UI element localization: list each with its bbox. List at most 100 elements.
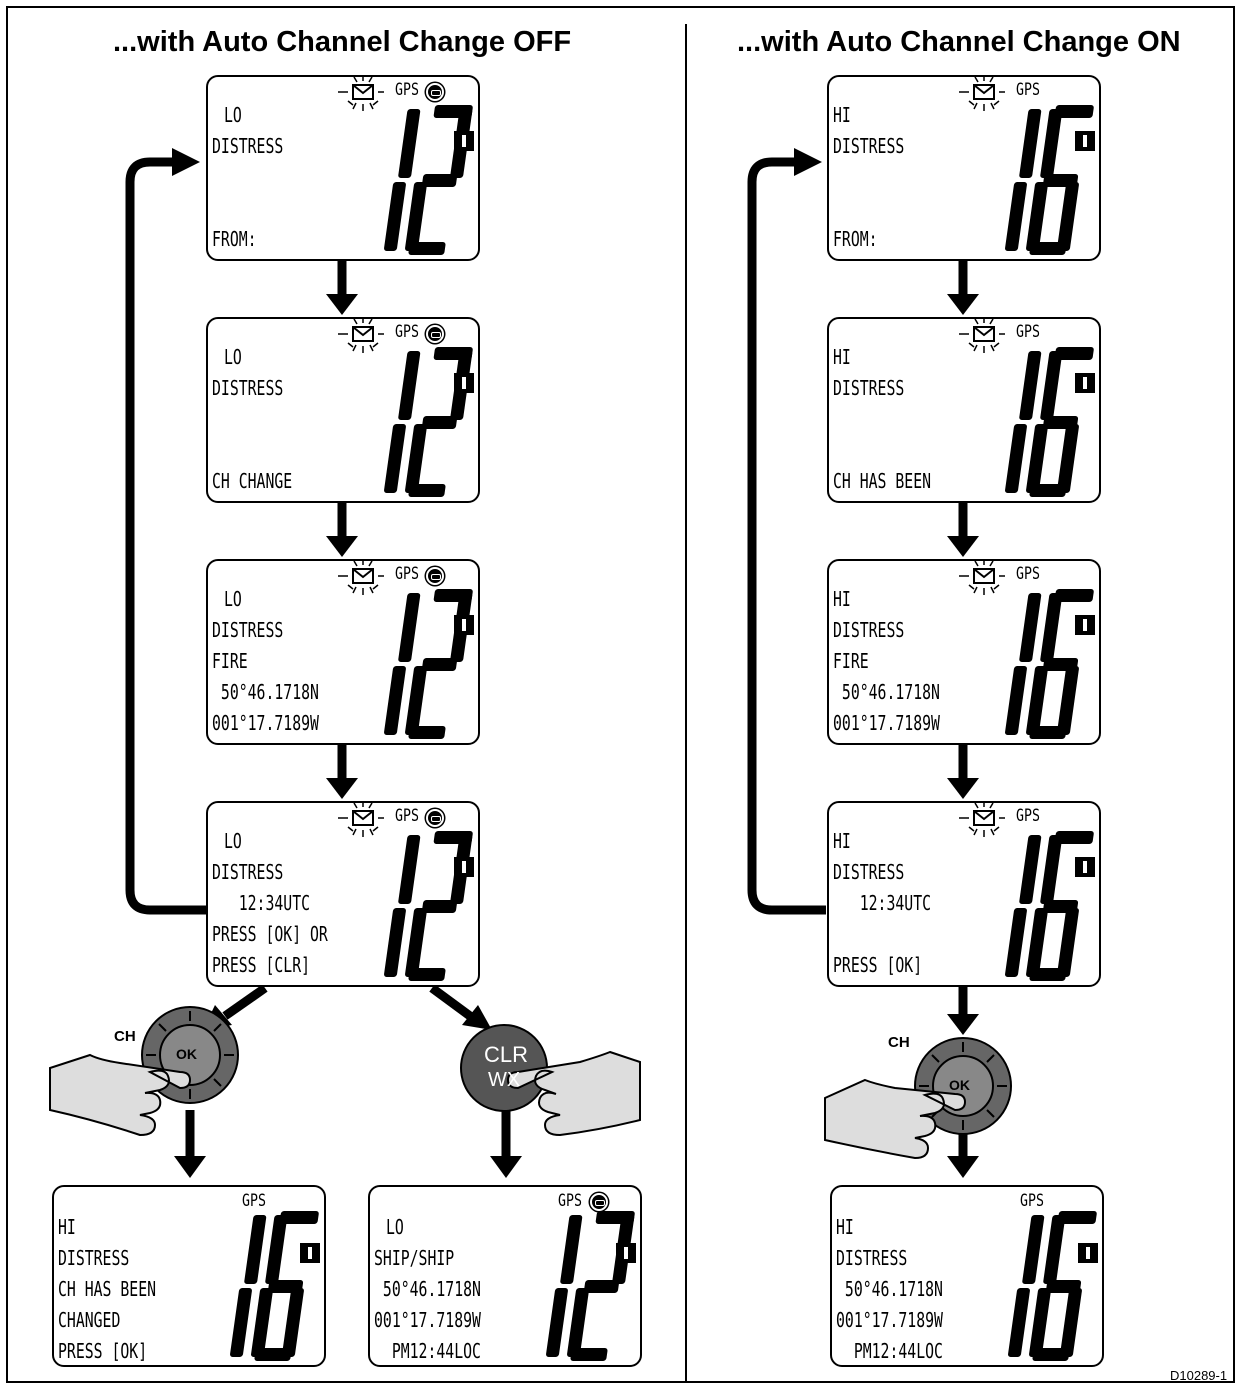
wx-label[interactable]: WX [488, 1069, 520, 1092]
power-level: LO [224, 105, 242, 125]
screen-line: DISTRESS [833, 862, 904, 882]
power-level: HI [833, 831, 851, 851]
screen-line: 50°46.1718N [374, 1279, 481, 1299]
screen-line: 001°17.7189W [833, 713, 940, 733]
gps-indicator: GPS [1016, 322, 1040, 342]
transmit-power-block-icon [1075, 615, 1095, 635]
transmit-power-block-icon [454, 373, 474, 393]
lcd-screen-off-clr: LO SHIP/SHIP 50°46.1718N 001°17.7189W PM12… [368, 1185, 642, 1367]
power-level: LO [224, 347, 242, 367]
transmit-power-block-icon [454, 131, 474, 151]
screen-line: REQ TO CH16 [212, 502, 310, 503]
screen-line: CHANGED [58, 1310, 120, 1330]
lcd-screen-off-1: LO DISTRESS FROM: ⚓232123456 GPS [206, 75, 480, 261]
screen-line: 001°17.7189W [374, 1310, 481, 1330]
screen-line: DISTRESS [833, 378, 904, 398]
clr-label[interactable]: CLR [484, 1042, 528, 1068]
screen-line: FROM: [833, 229, 878, 249]
screen-line: DISTRESS [212, 136, 283, 156]
channel-number [989, 825, 1099, 985]
lcd-screen-off-4: LO DISTRESS 12:34UTC PRESS [OK] OR PRESS [C… [206, 801, 480, 987]
lcd-screen-off-2: LO DISTRESS CH CHANGE REQ TO CH16 GPS [206, 317, 480, 503]
screen-line: 50°46.1718N [833, 682, 940, 702]
transmit-power-block-icon [616, 1243, 636, 1263]
power-level: HI [836, 1217, 854, 1237]
channel-number [368, 825, 478, 985]
power-level: HI [58, 1217, 76, 1237]
screen-line: FIRE [833, 651, 869, 671]
transmit-power-block-icon [1075, 373, 1095, 393]
power-level: HI [833, 347, 851, 367]
screen-line: 50°46.1718N [212, 682, 319, 702]
channel-number [368, 583, 478, 743]
screen-line: 12:34UTC [212, 893, 310, 913]
power-level: HI [833, 589, 851, 609]
power-level: LO [386, 1217, 404, 1237]
channel-number [214, 1205, 324, 1365]
channel-number [530, 1205, 640, 1365]
screen-line: DISTRESS [833, 620, 904, 640]
channel-number [989, 341, 1099, 501]
lcd-screen-off-3: LO DISTRESS FIRE 50°46.1718N 001°17.7189W GP… [206, 559, 480, 745]
lcd-screen-on-1: HI DISTRESS FROM: ⚓232123456 GPS [827, 75, 1101, 261]
screen-line: PRESS [OK] [833, 955, 922, 975]
ok-label-left[interactable]: OK [176, 1046, 197, 1062]
screen-line: PM12:44LOC [374, 1341, 481, 1361]
screen-line: DISTRESS [833, 136, 904, 156]
transmit-power-block-icon [1078, 1243, 1098, 1263]
screen-line: PM12:44LOC [836, 1341, 943, 1361]
lcd-screen-on-4: HI DISTRESS 12:34UTC PRESS [OK] GPS [827, 801, 1101, 987]
channel-number [989, 583, 1099, 743]
screen-line: DISTRESS [212, 620, 283, 640]
ch-label-right: CH [888, 1034, 910, 1051]
transmit-power-block-icon [1075, 857, 1095, 877]
channel-number [368, 99, 478, 259]
loop-arrowhead-right [794, 148, 822, 176]
lcd-screen-on-3: HI DISTRESS FIRE 50°46.1718N 001°17.7189W GP… [827, 559, 1101, 745]
gps-indicator: GPS [1016, 806, 1040, 826]
gps-indicator: GPS [395, 322, 419, 342]
ch-label-left: CH [114, 1028, 136, 1045]
transmit-power-block-icon [454, 857, 474, 877]
screen-line: DISTRESS [212, 862, 283, 882]
screen-line: ⚓232123456 [833, 260, 922, 261]
screen-line: PRESS [OK] OR [212, 924, 328, 944]
screen-line: 50°46.1718N [836, 1279, 943, 1299]
channel-number [368, 341, 478, 501]
gps-indicator: GPS [395, 806, 419, 826]
screen-line: PRESS [CLR] [212, 955, 310, 975]
screen-line: DISTRESS [836, 1248, 907, 1268]
ok-label-right[interactable]: OK [949, 1077, 970, 1093]
power-level: LO [224, 831, 242, 851]
screen-line: 001°17.7189W [212, 713, 319, 733]
screen-line: CHANGED [833, 502, 895, 503]
screen-line: DISTRESS [212, 378, 283, 398]
transmit-power-block-icon [300, 1243, 320, 1263]
transmit-power-block-icon [1075, 131, 1095, 151]
screen-line: 001°17.7189W [836, 1310, 943, 1330]
screen-line: PRESS [OK] [58, 1341, 147, 1361]
lcd-screen-on-ok: HI DISTRESS 50°46.1718N 001°17.7189W PM12:… [830, 1185, 1104, 1367]
screen-line: 12:34UTC [833, 893, 931, 913]
channel-number [989, 99, 1099, 259]
power-level: HI [833, 105, 851, 125]
transmit-power-block-icon [454, 615, 474, 635]
screen-line: FIRE [212, 651, 248, 671]
screen-line: CH HAS BEEN [58, 1279, 156, 1299]
figure-code: D10289-1 [1170, 1368, 1227, 1383]
channel-number [992, 1205, 1102, 1365]
screen-line: FROM: [212, 229, 257, 249]
clr-button [461, 1025, 547, 1111]
gps-indicator: GPS [1016, 80, 1040, 100]
gps-indicator: GPS [395, 80, 419, 100]
screen-line: SHIP/SHIP [374, 1248, 454, 1268]
screen-line: DISTRESS [58, 1248, 129, 1268]
gps-indicator: GPS [1016, 564, 1040, 584]
power-level: LO [224, 589, 242, 609]
screen-line: ⚓232123456 [212, 260, 301, 261]
loop-arrowhead-left [172, 148, 200, 176]
screen-line: CH CHANGE [212, 471, 292, 491]
gps-indicator: GPS [395, 564, 419, 584]
